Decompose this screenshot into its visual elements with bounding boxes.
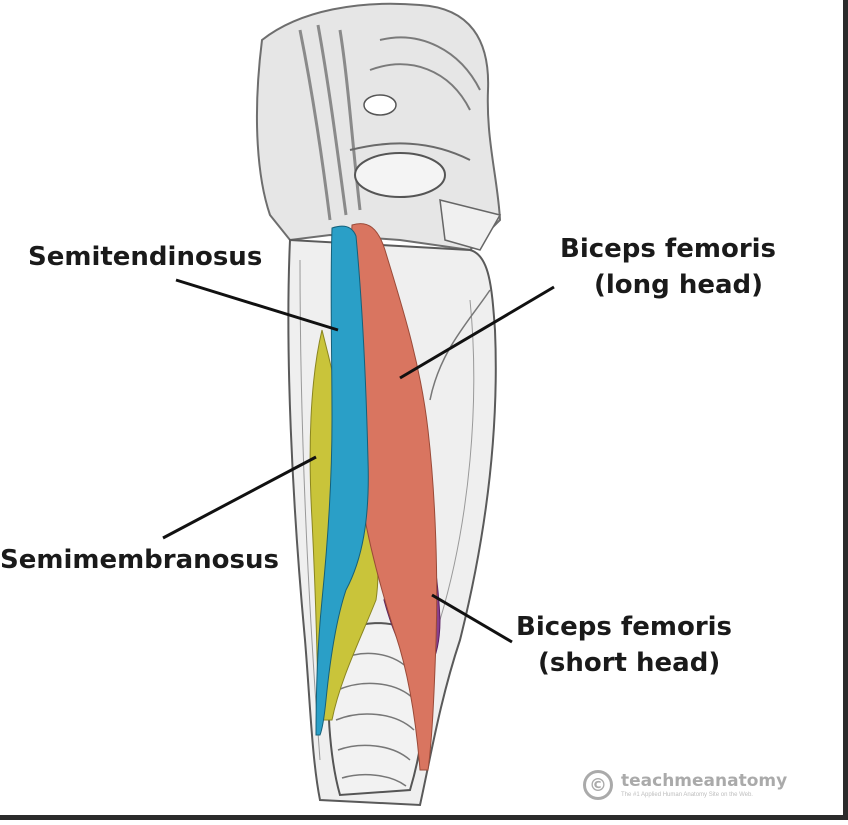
biceps-long-head-label-line1: Biceps femoris: [560, 234, 777, 264]
watermark-tagline: The #1 Applied Human Anatomy Site on the…: [621, 792, 753, 798]
semimembranosus-label: Semimembranosus: [0, 545, 279, 575]
semimembranosus-leader-line: [162, 455, 317, 540]
watermark-brand: teachmeanatomy: [621, 771, 788, 791]
biceps-short-head-leader-line: [431, 593, 513, 644]
knee-sketch: [327, 622, 427, 797]
biceps-long-head-leader-line: [399, 285, 555, 380]
gluteal-sketch: [255, 2, 502, 252]
bottom-border: [0, 815, 848, 820]
copyright-icon: ©: [583, 770, 613, 800]
biceps-long-head-label-line2: (long head): [594, 270, 764, 300]
biceps-short-head-label-line2: (short head): [538, 648, 721, 678]
biceps-short-head-label-line1: Biceps femoris: [516, 612, 733, 642]
semitendinosus-muscle: [315, 225, 369, 736]
watermark-text: teachmeanatomy The #1 Applied Human Anat…: [621, 771, 787, 799]
semitendinosus-leader-line: [175, 278, 339, 332]
semitendinosus-label: Semitendinosus: [28, 242, 263, 272]
right-border: [843, 0, 848, 820]
watermark: © teachmeanatomy The #1 Applied Human An…: [583, 770, 787, 800]
